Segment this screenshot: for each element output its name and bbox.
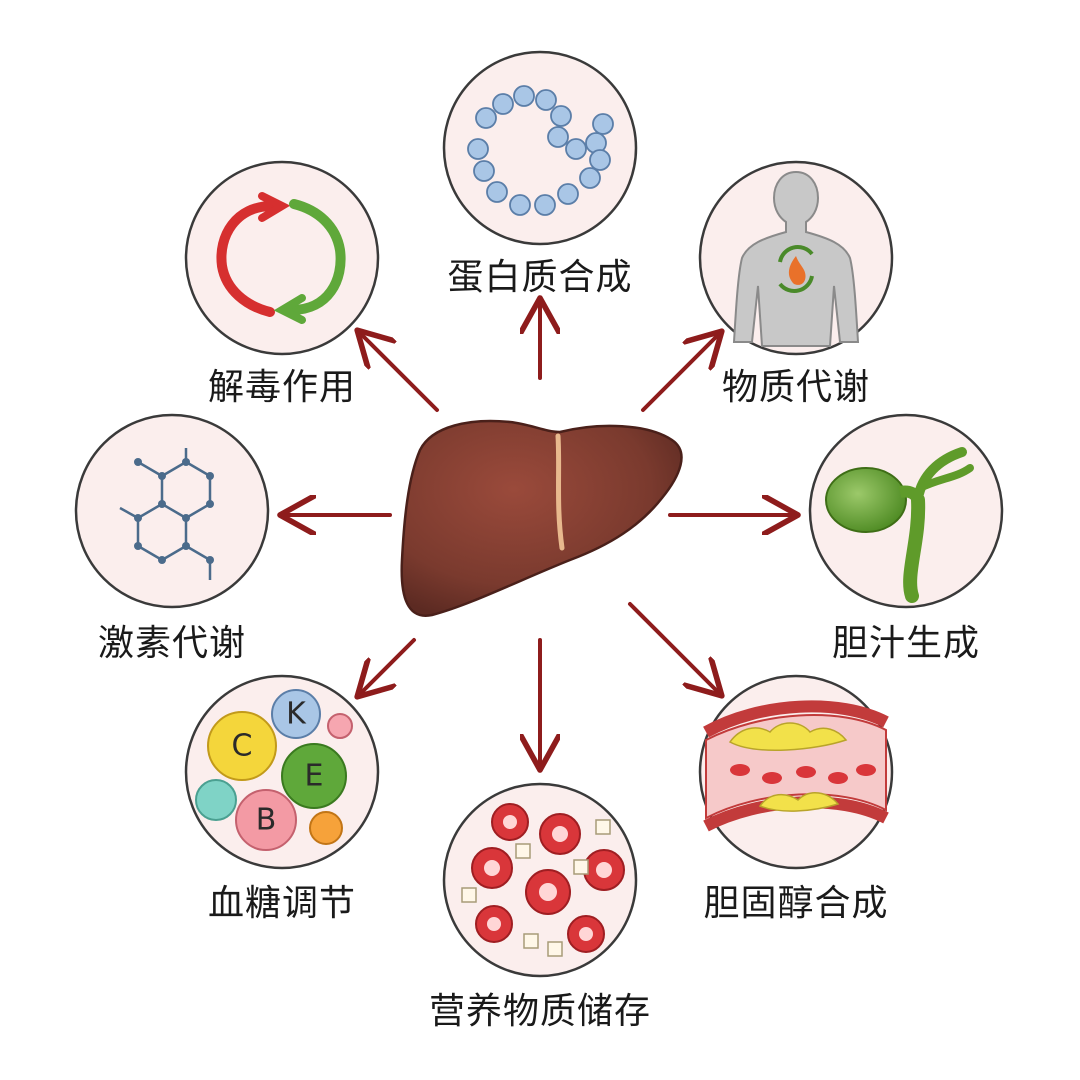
vitamin-k-letter: K xyxy=(286,697,307,732)
label-protein-synthesis: 蛋白质合成 xyxy=(447,257,633,298)
arrow-to-glucose xyxy=(360,638,416,694)
arrow-to-metabolism xyxy=(641,334,719,412)
protein-chain-icon xyxy=(467,85,614,216)
label-substance-metabolism: 物质代谢 xyxy=(721,367,871,408)
label-blood-sugar-regulation: 血糖调节 xyxy=(207,883,357,924)
vitamin-b-letter: B xyxy=(256,803,277,838)
label-bile-production: 胆汁生成 xyxy=(831,623,981,664)
gallbladder-icon xyxy=(825,447,974,603)
cycle-arrows-icon xyxy=(216,192,346,324)
blood-cells-icon xyxy=(461,803,625,957)
vitamin-e-letter: E xyxy=(305,759,324,794)
liver-icon xyxy=(400,419,683,617)
arrow-to-detox xyxy=(360,333,439,412)
label-cholesterol-synthesis: 胆固醇合成 xyxy=(703,883,889,924)
label-hormone-metabolism: 激素代谢 xyxy=(97,623,247,664)
label-nutrient-storage: 营养物质储存 xyxy=(428,991,652,1032)
vitamin-letters: C K E B xyxy=(232,697,324,838)
label-detoxification: 解毒作用 xyxy=(207,367,357,408)
vitamin-balls-icon xyxy=(195,689,353,851)
molecule-hexagon-icon xyxy=(119,448,214,580)
arrows xyxy=(284,302,794,766)
vitamin-c-letter: C xyxy=(232,729,253,764)
artery-plaque-icon xyxy=(703,700,889,832)
arrow-to-cholesterol xyxy=(628,602,719,693)
body-metabolism-icon xyxy=(732,170,860,347)
